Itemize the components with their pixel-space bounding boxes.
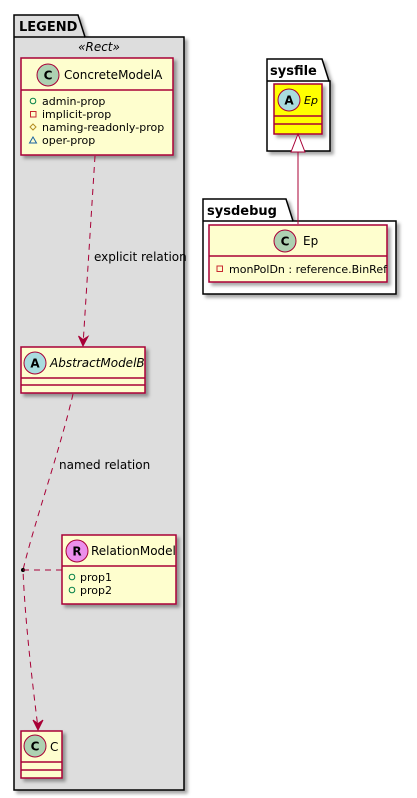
private-marker-icon (30, 111, 37, 118)
attr-implicit-prop: implicit-prop (42, 108, 111, 121)
protected-marker-icon (29, 123, 37, 131)
attr-naming-readonly-prop: naming-readonly-prop (42, 121, 164, 134)
abstract-model-b-class[interactable]: A AbstractModelB (20, 346, 146, 394)
class-badge-icon (273, 229, 297, 253)
class-c-name: C (50, 740, 58, 754)
sysdebug-ep-badge-letter: C (281, 235, 290, 249)
named-relation-line: named relation (21, 393, 150, 732)
public-marker-icon (29, 97, 37, 105)
package-marker-icon (28, 136, 38, 144)
sysfile-title: sysfile (270, 64, 317, 79)
named-relation-label: named relation (59, 458, 150, 472)
public-marker-icon (68, 573, 76, 581)
attr-prop1: prop1 (80, 571, 112, 584)
sysfile-ep-badge-letter: A (284, 94, 294, 108)
attr-oper-prop: oper-prop (42, 134, 95, 147)
explicit-relation-label: explicit relation (94, 250, 187, 264)
class-badge-icon (36, 63, 60, 87)
attr-monpoldn: monPolDn : reference.BinRef (229, 263, 388, 276)
relation-badge-icon (65, 539, 89, 563)
class-badge-icon (23, 734, 47, 758)
private-marker-icon (216, 265, 223, 272)
concrete-model-a-name: ConcreteModelA (64, 68, 163, 82)
class-c-badge-letter: C (31, 740, 40, 754)
class-badge-letter: C (44, 69, 53, 83)
legend-title: LEGEND (19, 20, 78, 35)
abstract-badge-icon (277, 88, 301, 112)
sysfile-ep-name: Ep (304, 94, 318, 107)
relation-model-name: RelationModel (91, 544, 176, 558)
legend-stereotype: «Rect» (78, 40, 120, 54)
abstract-badge-icon (23, 351, 47, 375)
abstract-badge-letter: A (30, 357, 40, 371)
sysdebug-ep-name: Ep (303, 234, 318, 248)
public-marker-icon (68, 586, 76, 594)
explicit-relation-arrow: explicit relation (78, 155, 187, 348)
sysdebug-ep-class[interactable]: C Ep monPolDn : reference.BinRef (208, 224, 388, 283)
sysdebug-title: sysdebug (207, 204, 277, 219)
sysfile-ep-class[interactable]: A Ep (273, 83, 323, 135)
class-c[interactable]: C C (20, 730, 63, 779)
abstract-model-b-name: AbstractModelB (49, 356, 145, 370)
attr-admin-prop: admin-prop (42, 95, 105, 108)
inheritance-arrow (290, 132, 306, 224)
relation-model-class[interactable]: R RelationModel prop1 prop2 (61, 534, 177, 605)
relation-badge-letter: R (72, 545, 81, 559)
attr-prop2: prop2 (80, 584, 112, 597)
concrete-model-a-class[interactable]: C ConcreteModelA admin-prop implicit-pro… (20, 57, 174, 156)
